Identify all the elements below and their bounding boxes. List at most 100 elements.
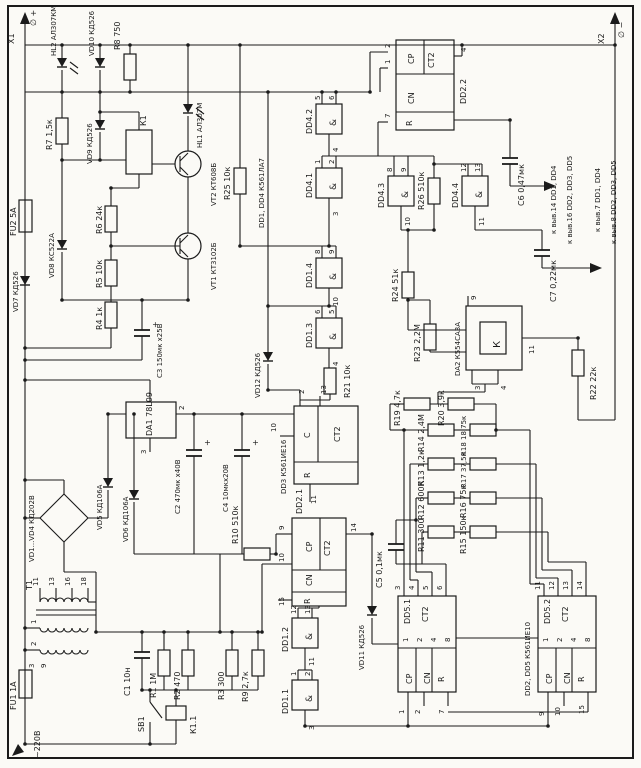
- vd5-label: VD5 КД106А: [96, 484, 104, 530]
- da2-p9-label: 9: [470, 296, 478, 300]
- dd13-p5-label: 5: [328, 310, 336, 314]
- vt1-emitter: [179, 248, 189, 258]
- junction-dot: [576, 336, 580, 340]
- dd51-pb1-label: 1: [398, 710, 406, 714]
- r15-label: R15 150к: [459, 515, 468, 554]
- junction-dot: [192, 412, 196, 416]
- vt2-emitter: [179, 166, 189, 176]
- vt2-label: VT2 КТ608Б: [210, 163, 218, 206]
- dd21-box: [291, 517, 347, 607]
- junction-dot: [109, 186, 113, 190]
- junction-dot: [186, 630, 190, 634]
- c4-label: C4 10мкх20В: [222, 464, 230, 512]
- dd11-label: DD1.1: [281, 689, 290, 714]
- dd51-box: [397, 595, 457, 693]
- dd52-ct2-label: СТ2: [561, 606, 570, 622]
- vd11-label: VD11 КД526: [358, 624, 366, 670]
- junction-dot: [613, 43, 617, 47]
- junction-dot: [23, 346, 27, 350]
- r4-body: [104, 301, 118, 329]
- dd52-w8-label: 8: [584, 638, 592, 642]
- junction-dot: [128, 43, 132, 47]
- vt2-collector: [179, 152, 189, 162]
- junction-dot: [98, 158, 102, 162]
- r12-body: [427, 491, 455, 505]
- fu1-body: [18, 669, 33, 699]
- dd52-r-label: R: [577, 676, 586, 682]
- r26-body: [427, 177, 441, 205]
- dd1-dd4-chip-label: DD1, DD4 К561ЛА7: [258, 158, 266, 228]
- dd12-box: [291, 617, 319, 649]
- r16-body: [469, 491, 497, 505]
- junction-dot: [162, 630, 166, 634]
- dd51-p6-label: 6: [436, 585, 444, 590]
- junction-dot: [402, 428, 406, 432]
- dd51-p3-label: 3: [394, 586, 402, 590]
- c4-plus-label: +: [251, 439, 260, 446]
- vt2-body: [174, 150, 202, 178]
- dd12-p11-label: 11: [308, 657, 316, 666]
- junction-dot: [218, 630, 222, 634]
- c1-label: С1 10н: [123, 667, 132, 696]
- r23-body: [423, 323, 437, 351]
- dd22-cp-label: СР: [407, 53, 416, 64]
- dd41-box: [315, 167, 343, 199]
- junction-dot: [186, 43, 190, 47]
- r26-label: R26 510к: [417, 171, 426, 210]
- dd3-box: [293, 405, 359, 485]
- dd22-p2-label: 2: [384, 44, 392, 48]
- vyv7-label: к выв.7 DD1, DD4: [594, 167, 602, 232]
- c2-plus-label: +: [203, 439, 212, 446]
- da2-k-label: К: [492, 341, 503, 348]
- dd42-label: DD4.2: [305, 109, 314, 134]
- dd11-p2-label: 2: [304, 672, 312, 676]
- dd42-p5-label: 5: [314, 96, 322, 100]
- junction-dot: [240, 412, 244, 416]
- hl1-arrow-2: [195, 113, 205, 121]
- dd43-p10-label: 10: [404, 217, 412, 226]
- r13-label: R13 1,2к: [417, 450, 426, 486]
- r24-label: R24 51к: [391, 269, 400, 302]
- dd44-p11-label: 11: [478, 217, 486, 226]
- junction-dot: [266, 90, 270, 94]
- junction-dot: [260, 630, 264, 634]
- t1-winding-2: [39, 627, 89, 633]
- dd52-pb10-label: 10: [554, 707, 562, 716]
- dd2-dd5-chip-label: DD2, DD5 К561ИЕ10: [524, 622, 532, 696]
- dd52-cp-label: СР: [545, 673, 554, 684]
- da1-label: DA1 78L09: [145, 392, 154, 436]
- r11-label: R11 300: [417, 518, 426, 552]
- dd51-cp-label: СР: [405, 673, 414, 684]
- junction-dot: [406, 228, 410, 232]
- t1-p9-label: 9: [40, 664, 48, 668]
- x1-label: X1: [7, 33, 16, 44]
- dd51-p4-label: 4: [408, 585, 416, 590]
- dd21-cn-label: CN: [305, 574, 314, 586]
- dd52-w1-label: 1: [542, 638, 550, 642]
- dd51-r-label: R: [437, 676, 446, 682]
- r5-body: [104, 259, 118, 287]
- vd8-zener: [57, 240, 67, 249]
- output-arrow: [12, 744, 24, 756]
- junction-dot: [23, 626, 27, 630]
- x2-arrow: [610, 12, 620, 24]
- junction-dot: [60, 298, 64, 302]
- vd8-label: VD8 КС522А: [48, 233, 56, 278]
- junction-dot: [98, 110, 102, 114]
- da2-p3-label: 3: [474, 386, 482, 390]
- dd14-p8-label: 8: [314, 250, 322, 254]
- dd41-amp-label: &: [329, 183, 339, 190]
- dd21-label: DD2.1: [295, 489, 304, 514]
- junction-dot: [508, 118, 512, 122]
- vd10-label: VD10 КД526: [88, 10, 96, 56]
- vt1-collector: [179, 234, 189, 244]
- r10-label: R10 510к: [231, 505, 240, 544]
- dd11-p1-label: 1: [290, 672, 298, 676]
- dd12-p13-label: 13: [304, 605, 312, 614]
- dd11-p3-label: 3: [308, 726, 316, 730]
- junction-dot: [186, 298, 190, 302]
- dd14-box: [315, 257, 343, 289]
- dd3-ct2-label: СТ2: [333, 426, 342, 442]
- vd10-diode: [95, 58, 105, 67]
- r19-body: [403, 397, 431, 411]
